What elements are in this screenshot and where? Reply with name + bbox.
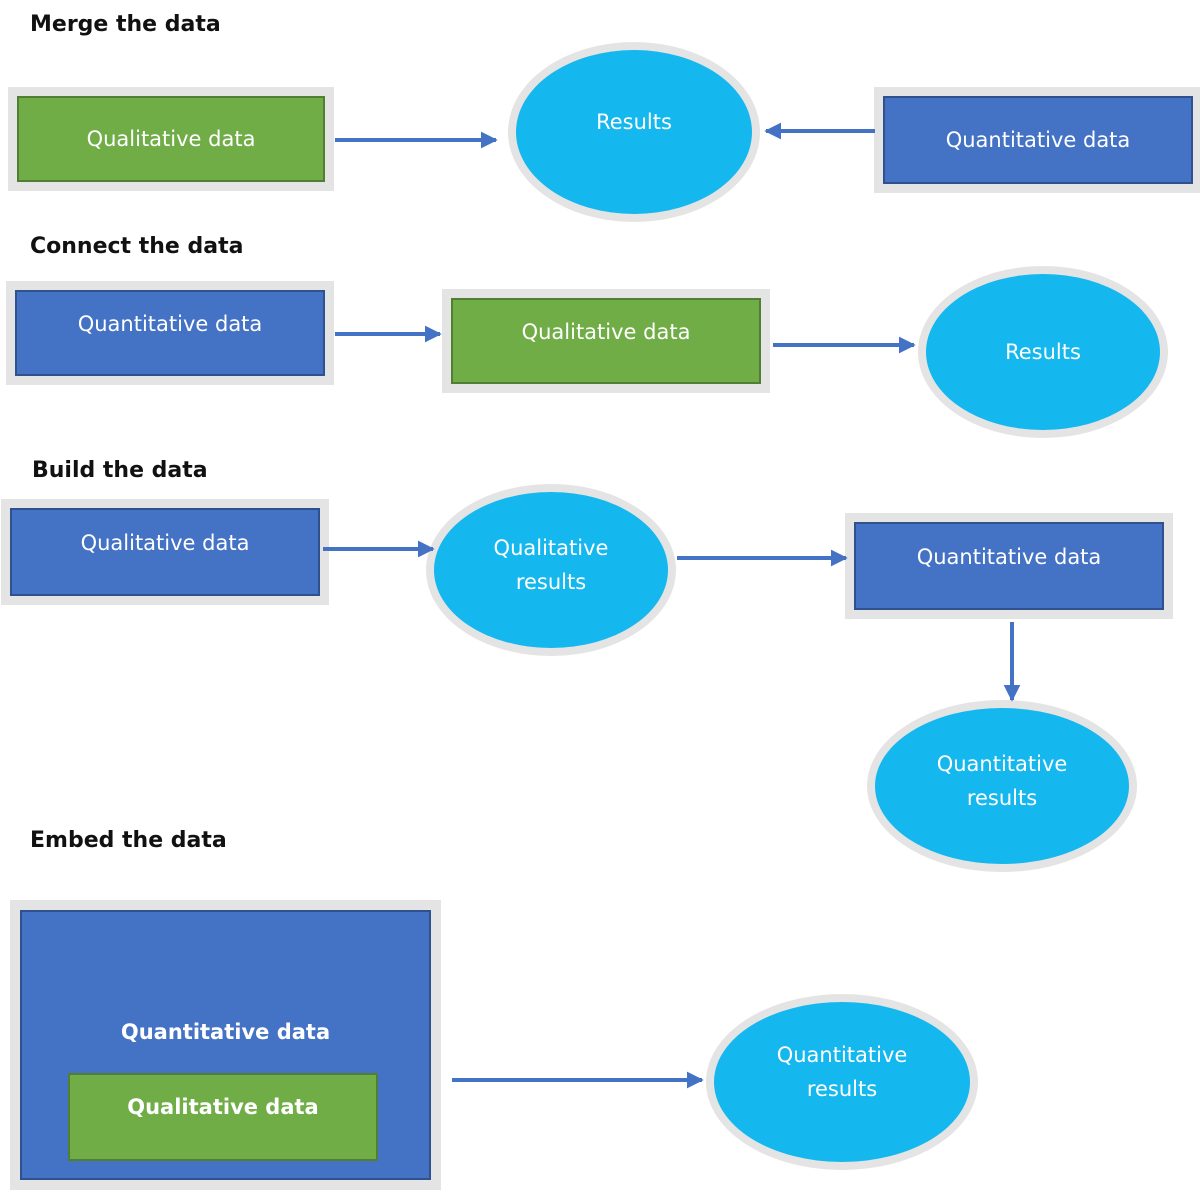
merge-heading: Merge the data [30,12,221,37]
merge-qualitative-box: Qualitative data [17,96,325,182]
embed-quantitative-results-ellipse: Quantitative results [706,994,978,1170]
merge-results-ellipse: Results [508,42,760,222]
build-qualitative-results-ellipse: Qualitative results [426,484,676,656]
build-heading: Build the data [32,458,208,483]
connect-qualitative-box: Qualitative data [451,298,761,384]
connect-quantitative-box: Quantitative data [15,290,325,376]
build-qualitative-box: Qualitative data [10,508,320,596]
embed-heading: Embed the data [30,828,227,853]
build-quantitative-results-ellipse: Quantitative results [867,700,1137,872]
embed-inner-qualitative-box: Qualitative data [68,1073,378,1161]
connect-heading: Connect the data [30,234,244,259]
merge-quantitative-box: Quantitative data [883,96,1193,184]
build-quantitative-box: Quantitative data [854,522,1164,610]
connect-results-ellipse: Results [918,266,1168,438]
embed-outer-label: Quantitative data [120,1020,331,1044]
